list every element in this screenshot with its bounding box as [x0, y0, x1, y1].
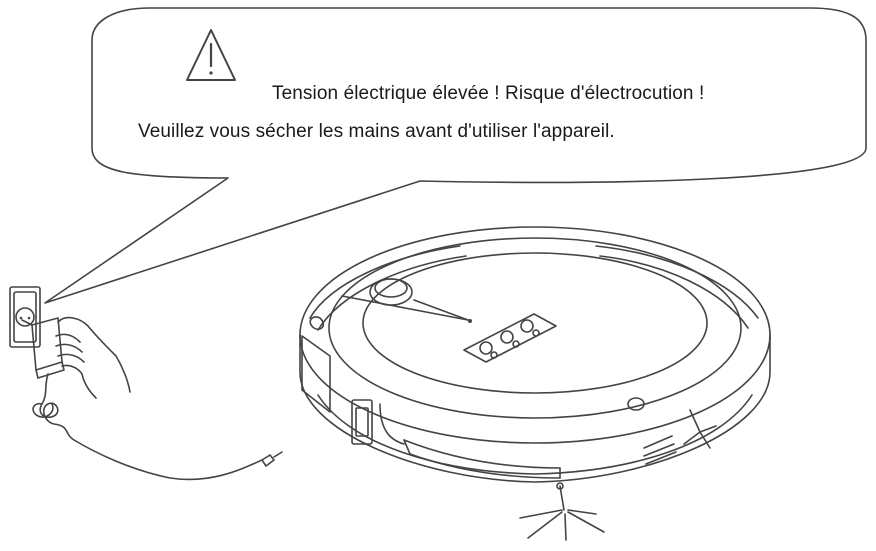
warning-text-line1: Tension électrique élevée ! Risque d'éle… [272, 83, 705, 104]
power-adapter [21, 317, 65, 379]
robot-vacuum [299, 226, 771, 541]
charging-cable [32, 373, 283, 481]
speech-bubble [44, 7, 867, 304]
wall-socket [9, 286, 41, 348]
side-brush-right [683, 409, 717, 449]
hand [55, 316, 131, 399]
control-panel [463, 313, 557, 363]
warning-triangle-icon [186, 29, 236, 81]
side-brush-front [519, 485, 605, 541]
warning-text-line2: Veuillez vous sécher les mains avant d'u… [138, 121, 615, 142]
